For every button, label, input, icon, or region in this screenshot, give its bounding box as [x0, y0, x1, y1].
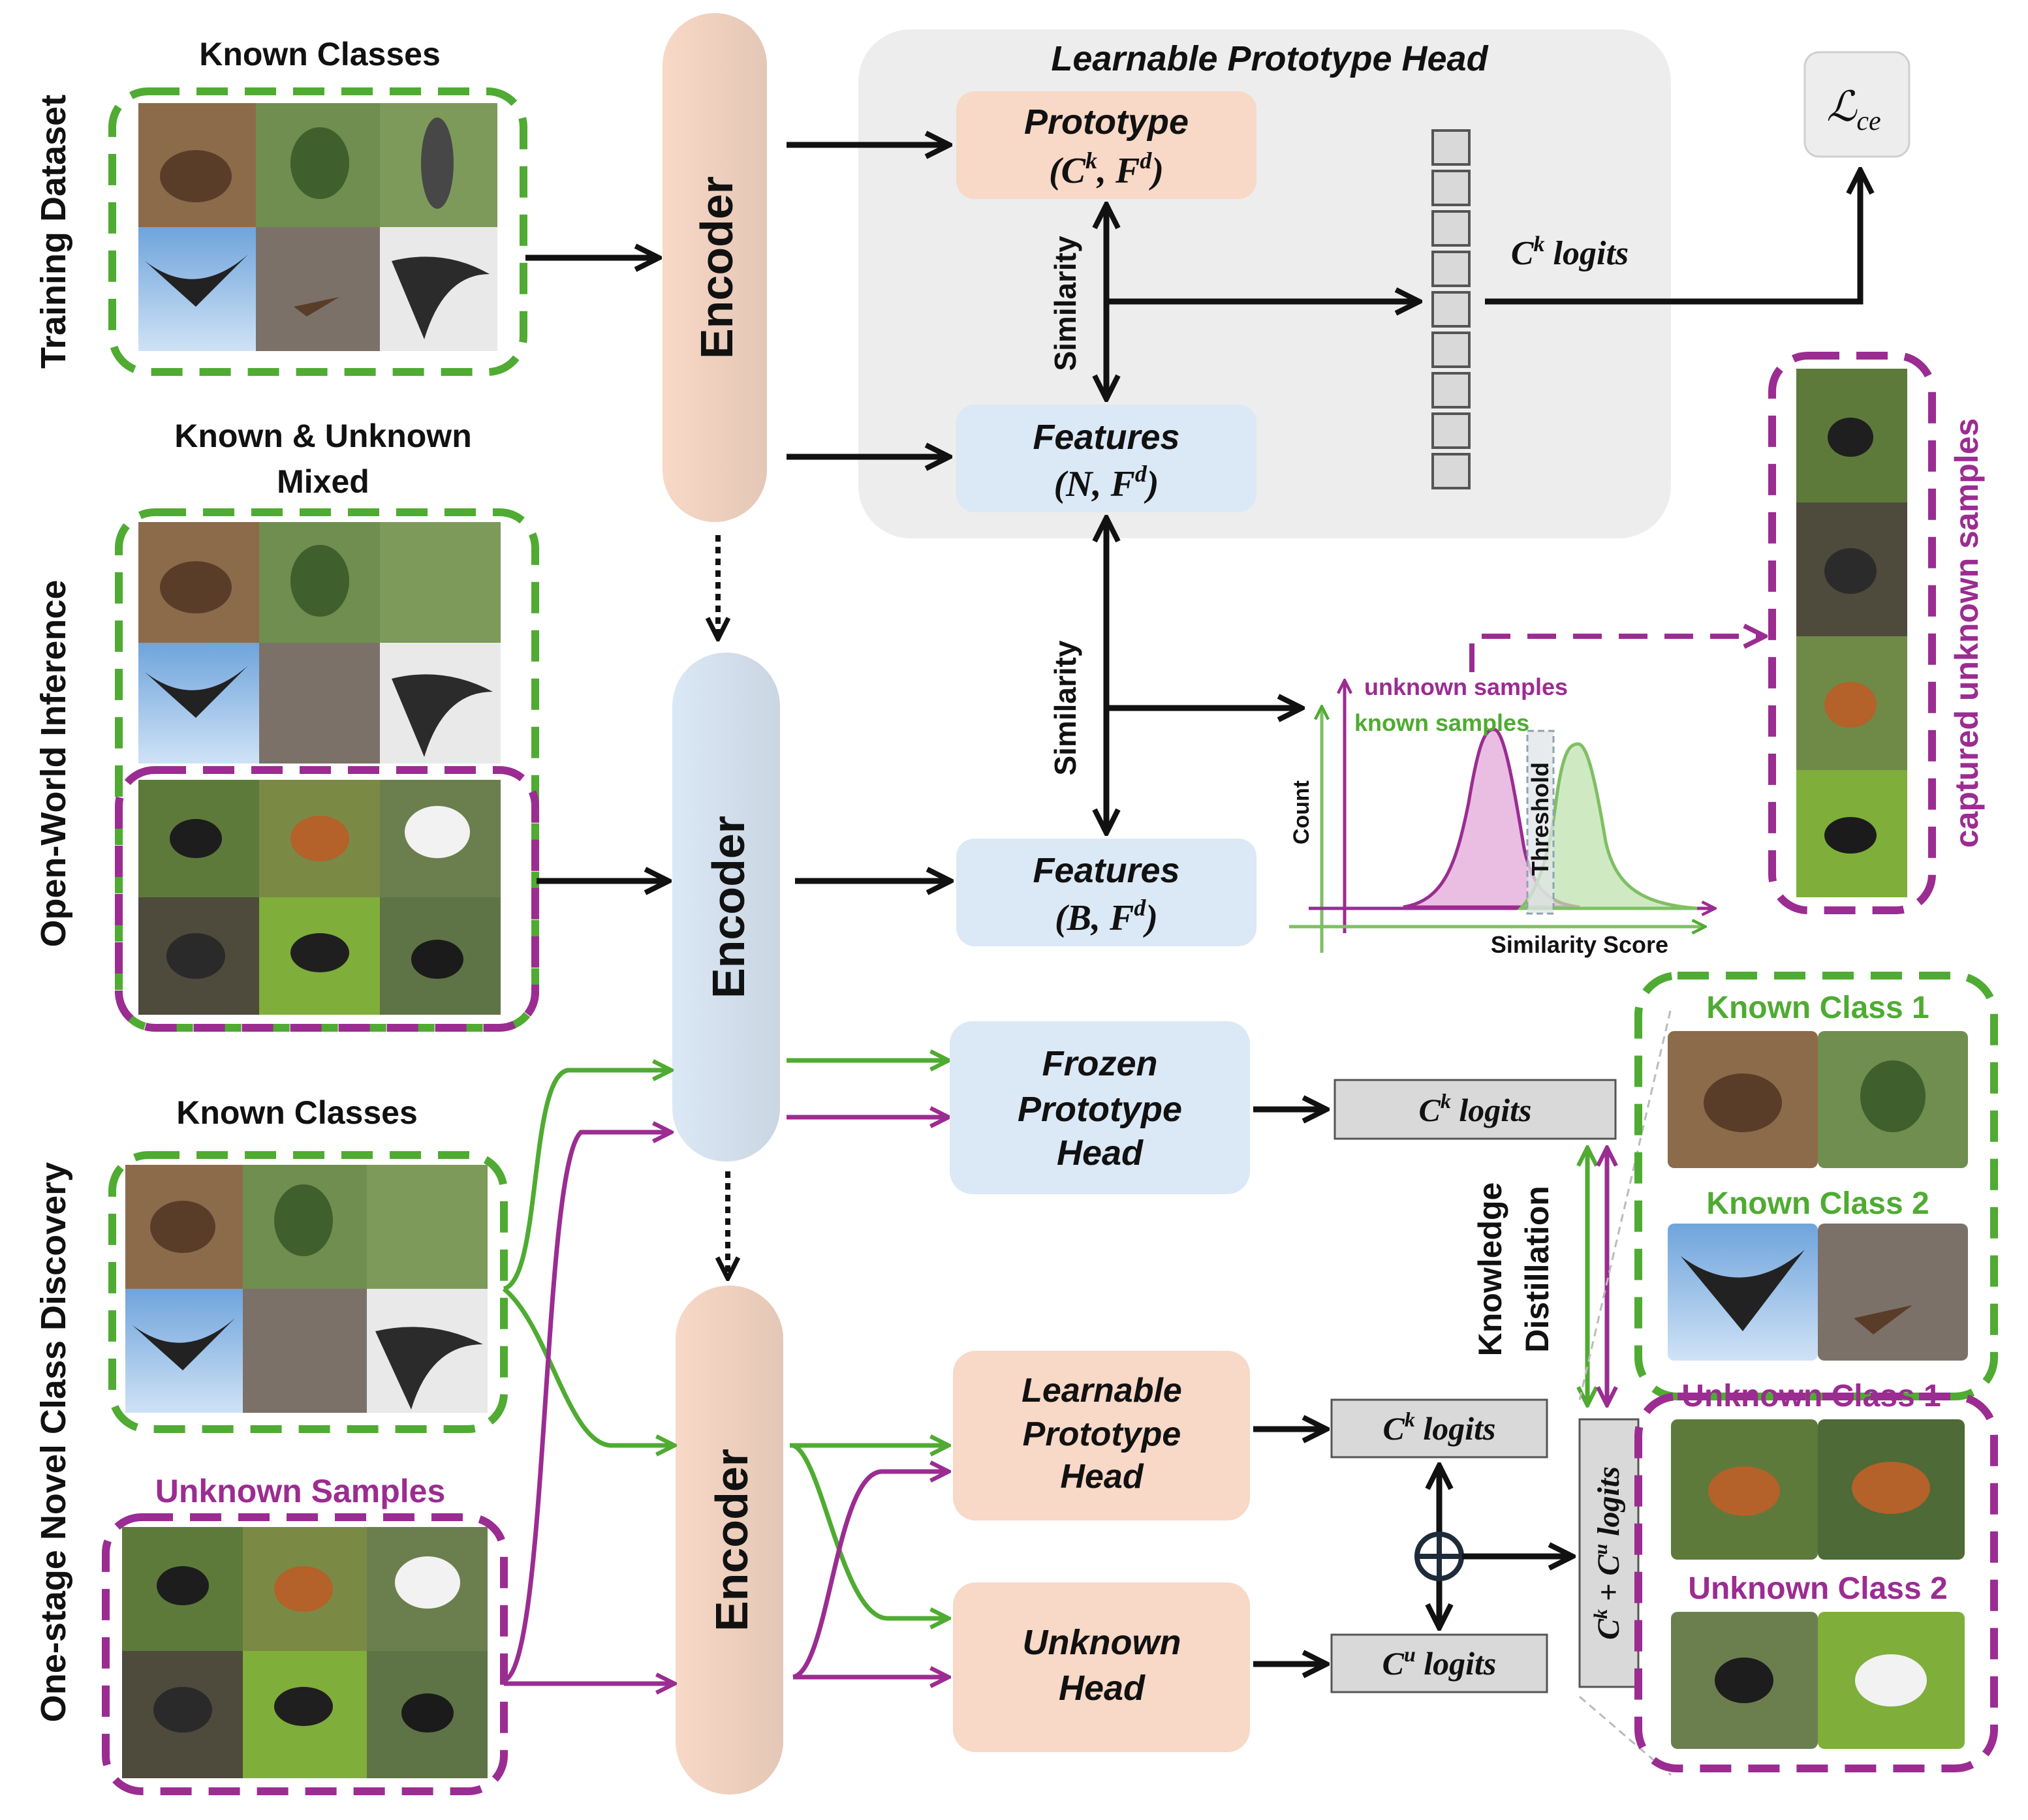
known-class-1-images	[1668, 1031, 1968, 1168]
known-class-2-images	[1668, 1224, 1968, 1361]
learnable-head-line2: Prototype	[1023, 1415, 1181, 1453]
captured-frame	[1768, 352, 1936, 914]
classes-panel-green-frame	[1634, 972, 1998, 1400]
unknown-class-1-label: Unknown Class 1	[1681, 1379, 1941, 1413]
knowledge-label: Knowledge	[1472, 1182, 1508, 1357]
loss-label: ℒce	[1826, 84, 1880, 136]
encoder-training-label: Encoder	[691, 176, 742, 359]
frozen-prototype-head-box	[950, 1021, 1250, 1194]
inference-outer-purple-frame	[115, 766, 539, 1032]
discovery-unknown-frame	[102, 1513, 508, 1795]
known-to-discovery-encoder-flow	[502, 1287, 672, 1445]
frozen-ck-logits-label: Ck logits	[1419, 1089, 1532, 1128]
known-class-1-label: Known Class 1	[1706, 991, 1929, 1025]
encoder-discovery: Encoder	[676, 1286, 783, 1795]
frozen-head-line3: Head	[1057, 1134, 1144, 1173]
encoder-discovery-label: Encoder	[706, 1449, 757, 1631]
unknown-class-2-label: Unknown Class 2	[1688, 1571, 1947, 1606]
threshold-label: Threshold	[1527, 762, 1553, 876]
inference-unknown-image-grid	[138, 780, 501, 1015]
learnable-ck-logits-box	[1330, 1398, 1548, 1458]
encoder-inference: Encoder	[672, 653, 780, 1162]
encoder-training: Encoder	[663, 13, 767, 522]
prototype-box-title: Prototype	[1024, 102, 1189, 142]
logits-vector	[1431, 129, 1471, 489]
learnable-prototype-head-box	[953, 1351, 1250, 1520]
prototype-head-title: Learnable Prototype Head	[1051, 39, 1488, 78]
inference-outer-green-frame	[115, 508, 539, 1032]
known-samples-legend: known samples	[1354, 709, 1529, 736]
unknown-head-line2: Head	[1059, 1669, 1146, 1708]
combined-logits-box	[1578, 1418, 1640, 1688]
cu-logits-box	[1330, 1633, 1548, 1693]
known-class-2-label: Known Class 2	[1706, 1186, 1929, 1221]
learnable-ck-logits-label: Ck logits	[1383, 1408, 1496, 1447]
encoder-inference-label: Encoder	[703, 816, 754, 998]
prototype-box-dims: (Ck, Fd)	[1049, 147, 1164, 191]
heading-unknown-samples: Unknown Samples	[155, 1473, 446, 1509]
row-label-inference: Open-World Inference	[34, 579, 73, 947]
unknown-to-inference-encoder-flow	[503, 1132, 669, 1683]
frozen-ck-logits-box	[1334, 1079, 1617, 1140]
similarity-histogram	[1289, 682, 1713, 953]
similarity-label-infer: Similarity	[1048, 640, 1082, 776]
threshold-band	[1526, 730, 1555, 915]
ck-logits-label-train: Ck logits	[1511, 232, 1629, 272]
features-box-infer	[956, 839, 1256, 946]
count-axis-label: Count	[1289, 780, 1314, 844]
discovery-known-frame	[108, 1151, 508, 1433]
training-image-grid	[138, 103, 497, 351]
distillation-label: Distillation	[1519, 1186, 1555, 1353]
features-box-infer-dims: (B, Fd)	[1055, 895, 1158, 938]
learnable-head-line1: Learnable	[1022, 1372, 1182, 1410]
prototype-box	[956, 91, 1256, 199]
frozen-head-line2: Prototype	[1018, 1090, 1182, 1129]
unknown-head-line1: Unknown	[1023, 1623, 1181, 1662]
unknown-samples-legend: unknown samples	[1364, 673, 1568, 700]
features-box-train	[956, 405, 1256, 512]
cu-logits-label: Cu logits	[1382, 1643, 1497, 1682]
heading-known-classes-bottom: Known Classes	[176, 1094, 418, 1131]
heading-mixed-line2: Mixed	[277, 463, 369, 500]
logits-to-loss-arrow	[1485, 173, 1860, 305]
similarity-label-train: Similarity	[1048, 236, 1082, 371]
training-dataset-frame	[108, 87, 527, 376]
features-box-train-title: Features	[1033, 418, 1179, 457]
learnable-head-line3: Head	[1060, 1458, 1144, 1496]
row-label-discovery: One-stage Novel Class Discovery	[34, 1162, 73, 1722]
captured-arrow	[1469, 636, 1762, 672]
loss-box	[1803, 51, 1911, 158]
similarity-score-axis-label: Similarity Score	[1491, 931, 1668, 958]
captured-image-strip	[1796, 369, 1907, 897]
enc-to-unknown-green	[792, 1443, 946, 1618]
heading-mixed-line1: Known & Unknown	[174, 418, 472, 454]
discovery-unknown-image-grid	[122, 1527, 488, 1778]
frozen-head-line1: Frozen	[1042, 1044, 1157, 1083]
combined-logits-label: Ck + Cu logits	[1590, 1466, 1626, 1640]
classes-panel-purple-frame	[1634, 1393, 1998, 1772]
discovery-known-image-grid	[125, 1165, 488, 1413]
captured-label: captured unknown samples	[1948, 418, 1985, 848]
features-box-train-dims: (N, Fd)	[1053, 461, 1159, 504]
features-box-infer-title: Features	[1033, 851, 1179, 890]
unknown-class-1-images	[1671, 1419, 1965, 1560]
unknown-head-box	[953, 1582, 1250, 1752]
row-label-training: Training Dataset	[34, 95, 73, 369]
known-to-inference-encoder-flow	[503, 1070, 669, 1291]
unknown-class-2-images	[1671, 1612, 1965, 1749]
heading-known-classes-top: Known Classes	[199, 36, 441, 72]
inference-known-image-grid	[138, 522, 501, 763]
enc-to-learnable-purple	[792, 1472, 946, 1680]
